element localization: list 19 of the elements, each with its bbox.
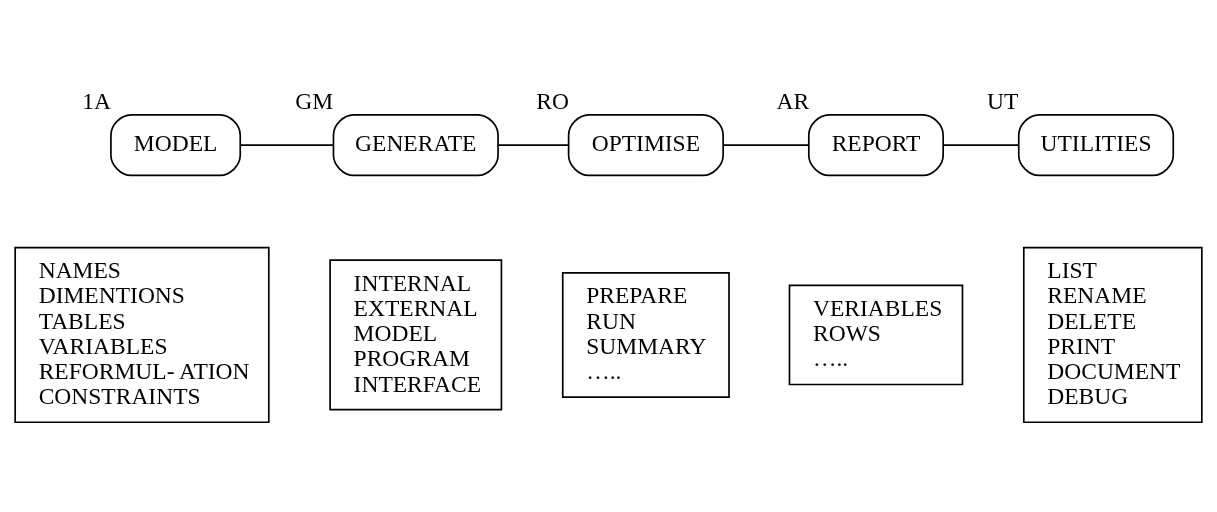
connector [239,144,334,146]
node-label: AR [776,87,810,114]
node-box: VERIABLES ROWS ….. [788,284,964,386]
node-box: OPTIMISE [567,114,724,177]
node-box: INTERNAL EXTERNAL MODEL PROGRAM INTERFACE [329,259,503,411]
node-box: NAMES DIMENTIONS TABLES VARIABLES REFORMUL- ATION CONSTRAINTS [14,246,270,424]
connector [497,144,569,146]
node-box: MODEL [110,114,242,177]
node-box: REPORT [807,114,944,177]
connector [942,144,1020,146]
node-box: LIST RENAME DELETE PRINT DOCUMENT DEBUG [1022,246,1203,424]
node-label: 1A [82,87,112,114]
node-box: UTILITIES [1017,114,1175,177]
node-label: RO [536,87,569,114]
node-box: GENERATE [332,114,499,177]
connector [722,144,810,146]
node-label: UT [987,87,1019,114]
node-box: PREPARE RUN SUMMARY ….. [561,271,730,398]
node-label: GM [295,87,334,114]
